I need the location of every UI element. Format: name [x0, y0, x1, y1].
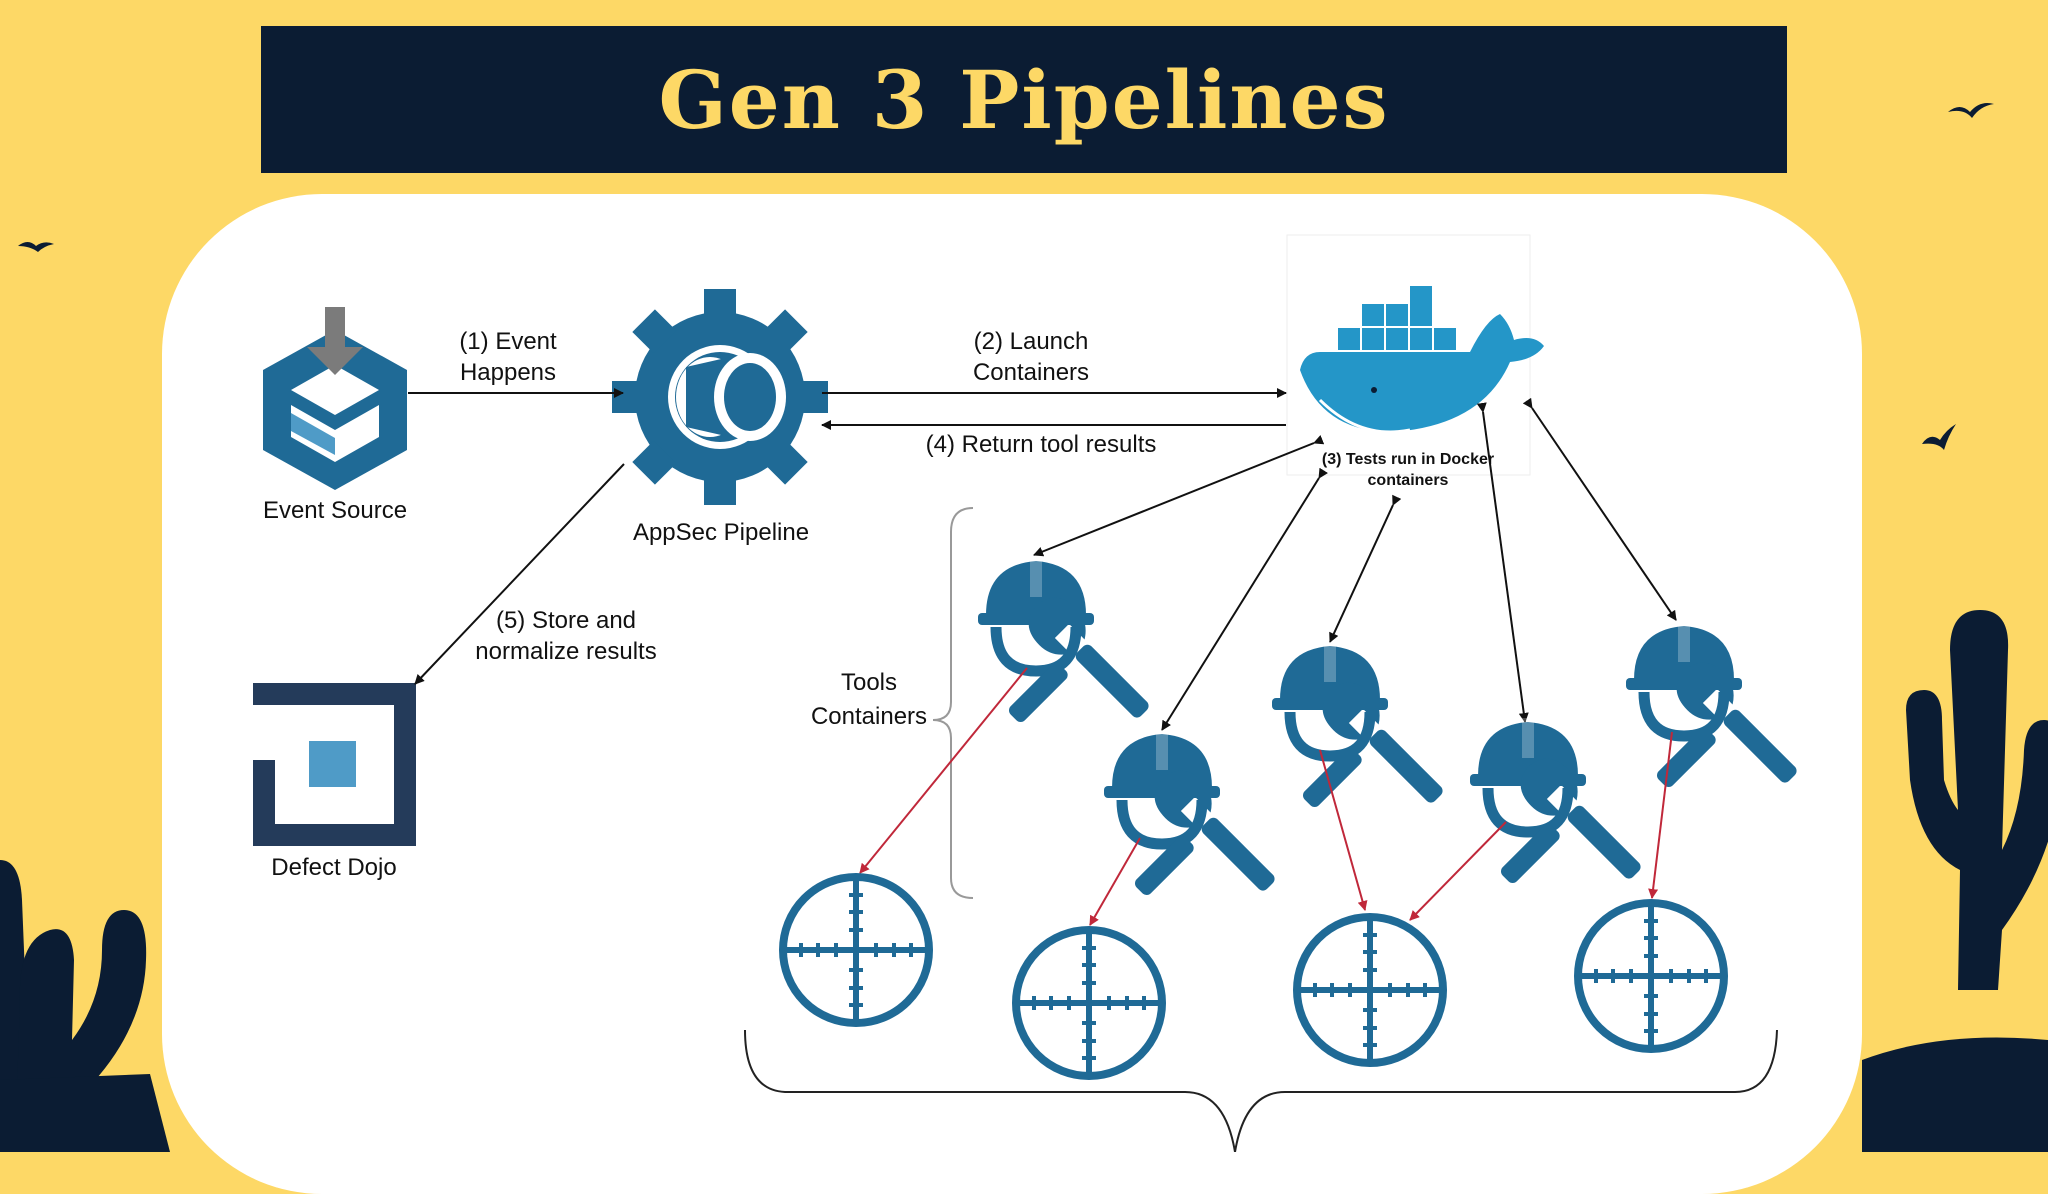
docker-whale-icon — [1300, 286, 1544, 434]
tool-icon — [1104, 730, 1288, 904]
target-arrows — [859, 667, 1673, 926]
cactus-left — [0, 860, 170, 1152]
desert-background — [0, 103, 2048, 1152]
tools-label-1: Tools — [841, 669, 897, 696]
crosshair-target-icon — [1578, 903, 1724, 1049]
tool-icon — [978, 557, 1162, 731]
tool-icon — [1626, 622, 1810, 796]
crosshair-target-icon — [1016, 930, 1162, 1076]
appsec-pipeline-label: AppSec Pipeline — [633, 519, 809, 546]
tool-icon — [1272, 642, 1456, 816]
event-label-2: Happens — [460, 359, 556, 386]
launch-label-2: Containers — [973, 359, 1089, 386]
return-label: (4) Return tool results — [926, 431, 1157, 458]
docker-label-2: containers — [1368, 472, 1449, 489]
docker-label-1: (3) Tests run in Docker — [1322, 451, 1494, 468]
dojo-square-icon — [253, 683, 416, 846]
diagram-card — [162, 194, 1862, 1194]
store-label-2: normalize results — [475, 638, 656, 665]
bird-icon — [1922, 424, 1956, 450]
launch-label-1: (2) Launch — [974, 328, 1089, 355]
event-label-1: (1) Event — [459, 328, 557, 355]
crosshair-target-icon — [783, 877, 929, 1023]
event-source-icon — [263, 307, 407, 490]
targets-brace — [744, 1029, 1778, 1152]
cactus-right — [1862, 610, 2048, 1152]
title-banner: Gen 3 Pipelines — [261, 26, 1787, 173]
defect-dojo-label: Defect Dojo — [271, 854, 396, 881]
event-source-label: Event Source — [263, 497, 407, 524]
bird-icon — [1948, 103, 1994, 118]
gear-pipe-icon — [612, 289, 828, 505]
bird-icon — [18, 242, 54, 252]
docker-tool-arrows — [1033, 397, 1677, 731]
tools-brace — [932, 507, 974, 899]
tool-icon — [1470, 718, 1654, 892]
tools-label-2: Containers — [811, 703, 927, 730]
pipeline-diagram: Event Source AppSec Pipeline — [253, 234, 2048, 1152]
store-arrow — [414, 463, 625, 685]
page-title: Gen 3 Pipelines — [658, 52, 1390, 147]
store-label-1: (5) Store and — [496, 607, 636, 634]
crosshair-target-icon — [1297, 917, 1443, 1063]
